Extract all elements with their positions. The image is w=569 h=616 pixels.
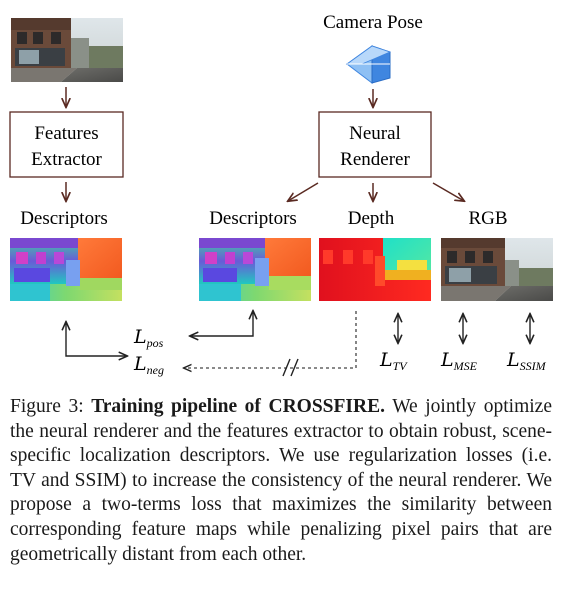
depth-label: Depth [348, 208, 395, 229]
loss-tv-label: LTV [379, 349, 408, 373]
neural-renderer-box: Neural Renderer [318, 111, 432, 178]
loss-ssim-label: LSSIM [506, 349, 547, 373]
depth-map [319, 238, 431, 301]
break-mark-2 [290, 358, 299, 377]
neural-renderer-line1: Neural [349, 123, 401, 144]
figure-caption: Figure 3: Training pipeline of CROSSFIRE… [10, 395, 552, 567]
caption-body: We jointly optimize the neural renderer … [10, 396, 552, 565]
camera-pose-label: Camera Pose [323, 12, 423, 33]
descriptors-map-extracted [10, 238, 122, 301]
neural-renderer-line2: Renderer [340, 149, 410, 170]
descriptors-left-label: Descriptors [20, 208, 108, 229]
break-mark-1 [282, 358, 291, 377]
rgb-label: RGB [468, 208, 507, 229]
pipeline-diagram: Camera Pose Features Extractor Neural Re… [9, 12, 553, 377]
features-extractor-box: Features Extractor [9, 111, 124, 178]
arrow-descriptors-left-to-lpos [66, 322, 127, 356]
loss-mse-label: LMSE [440, 349, 478, 373]
street-photo-input [11, 18, 123, 82]
loss-neg-label: Lneg [133, 353, 164, 377]
dashed-depth-to-lneg [184, 311, 357, 368]
arrow-renderer-to-descriptors [288, 182, 319, 201]
camera-frustum-icon [345, 45, 392, 85]
caption-title: Training pipeline of CROSSFIRE. [91, 396, 385, 417]
features-extractor-line2: Extractor [31, 149, 102, 170]
descriptors-map-rendered [199, 238, 311, 301]
rgb-render [441, 238, 553, 301]
loss-pos-label: Lpos [133, 326, 164, 350]
features-extractor-line1: Features [34, 123, 98, 144]
caption-prefix: Figure 3: [10, 396, 92, 417]
arrow-renderer-to-rgb [432, 182, 464, 201]
descriptors-right-label: Descriptors [209, 208, 297, 229]
arrow-descriptors-right-to-lpos [190, 311, 253, 336]
